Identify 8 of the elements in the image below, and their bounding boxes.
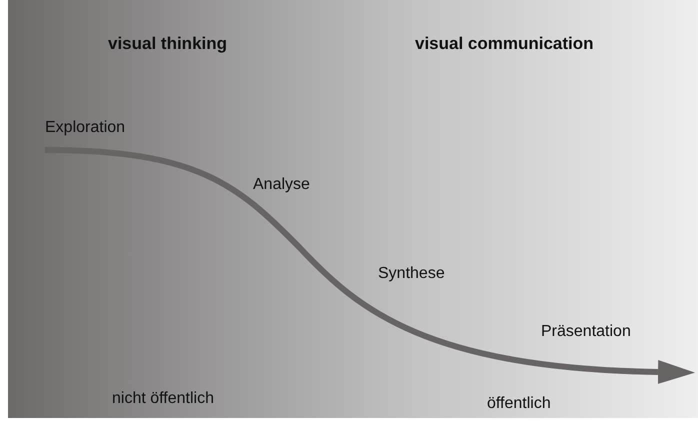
stage-label: öffentlich [487, 395, 551, 413]
heading: visual thinking [108, 34, 228, 54]
stage-label: Synthese [378, 265, 445, 283]
stage-label: Exploration [45, 119, 126, 137]
heading: visual communication [415, 34, 594, 54]
stage-label: Analyse [253, 176, 310, 194]
stage-label: nicht öffentlich [112, 390, 214, 408]
stage-label: Präsentation [541, 323, 631, 341]
